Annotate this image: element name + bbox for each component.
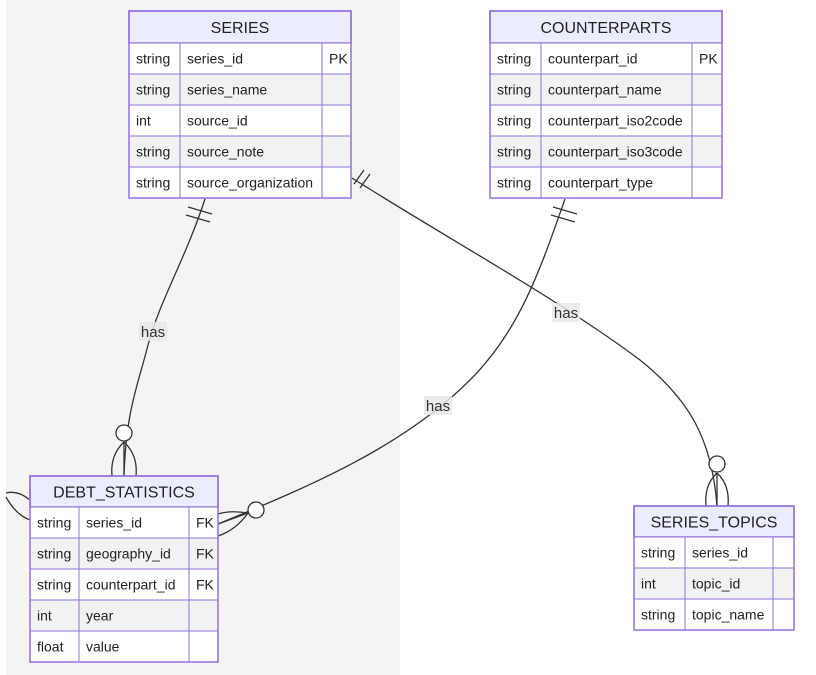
relationship-label-text: has	[554, 305, 578, 322]
attribute-row: string counterpart_name	[489, 73, 723, 106]
attribute-name: series_id	[187, 51, 243, 67]
attribute-row: float value	[29, 630, 219, 663]
relationship-label-text: has	[141, 324, 165, 341]
attribute-row: string geography_id FK	[29, 537, 219, 570]
attribute-name: source_note	[187, 144, 264, 160]
edge-fragment	[5, 491, 31, 521]
attribute-name: counterpart_type	[548, 175, 653, 191]
entity-series: SERIES string series_id PK string series_name…	[128, 10, 352, 199]
cardinality-many-marker	[705, 455, 729, 507]
attribute-name: series_id	[692, 545, 748, 561]
attribute-key: FK	[196, 515, 215, 531]
relationship-label-text: has	[426, 398, 450, 415]
relationship-line	[351, 177, 718, 507]
attribute-type: float	[37, 639, 64, 655]
cardinality-one-marker	[353, 169, 371, 189]
cardinality-one-marker	[550, 206, 578, 223]
attribute-type: string	[497, 144, 531, 160]
attribute-row: string series_name	[128, 73, 352, 106]
attribute-row: string series_id FK	[29, 506, 219, 539]
attribute-row: string topic_name	[633, 598, 795, 631]
attribute-name: source_id	[187, 113, 248, 129]
attribute-name: value	[86, 639, 120, 655]
attribute-key: PK	[699, 51, 718, 67]
attribute-name: topic_id	[692, 576, 740, 592]
relationship-lines	[5, 169, 729, 537]
attribute-row: string source_organization	[128, 166, 352, 199]
entity-title: SERIES	[211, 20, 270, 37]
attribute-name: geography_id	[86, 546, 171, 562]
attribute-row: string series_id PK	[128, 42, 352, 75]
attribute-type: string	[136, 51, 170, 67]
attribute-row: string counterpart_type	[489, 166, 723, 199]
cardinality-many-marker	[217, 501, 265, 537]
relationship-labels: has has has	[139, 303, 580, 415]
attribute-name: counterpart_name	[548, 82, 662, 98]
entity-title: SERIES_TOPICS	[651, 515, 778, 532]
relationship-label: has	[139, 322, 167, 341]
attribute-name: source_organization	[187, 175, 313, 191]
attribute-name: year	[86, 608, 114, 624]
attribute-type: string	[497, 51, 531, 67]
attribute-name: topic_name	[692, 607, 765, 623]
attribute-type: string	[37, 515, 71, 531]
attribute-row: int topic_id	[633, 567, 795, 600]
attribute-type: string	[136, 175, 170, 191]
attribute-type: string	[136, 82, 170, 98]
attribute-row: string counterpart_iso3code	[489, 135, 723, 168]
entity-title: DEBT_STATISTICS	[53, 485, 195, 502]
attribute-row: string source_note	[128, 135, 352, 168]
attribute-key: PK	[329, 51, 348, 67]
attribute-type: string	[497, 175, 531, 191]
attribute-row: int year	[29, 599, 219, 632]
entity-header	[128, 10, 352, 44]
attribute-type: string	[641, 545, 675, 561]
relationship-label: has	[552, 303, 580, 322]
attribute-key: FK	[196, 546, 215, 562]
attribute-type: string	[37, 546, 71, 562]
attribute-type: string	[497, 82, 531, 98]
relationship-line	[217, 198, 566, 525]
relationship-line	[123, 198, 206, 477]
attribute-type: int	[37, 608, 52, 624]
attribute-name: counterpart_id	[548, 51, 638, 67]
attribute-type: string	[641, 607, 675, 623]
attribute-key: FK	[196, 577, 215, 593]
cardinality-many-marker	[111, 424, 137, 477]
cardinality-one-marker	[185, 206, 213, 223]
attribute-row: string counterpart_id FK	[29, 568, 219, 601]
attribute-type: string	[37, 577, 71, 593]
entities: SERIES string series_id PK string series_name…	[29, 10, 795, 663]
attribute-type: int	[136, 113, 151, 129]
attribute-name: series_name	[187, 82, 267, 98]
attribute-row: string series_id	[633, 536, 795, 569]
entity-header	[633, 505, 795, 538]
entity-title: COUNTERPARTS	[541, 20, 672, 37]
attribute-row: string counterpart_iso2code	[489, 104, 723, 137]
attribute-type: int	[641, 576, 656, 592]
attribute-row: string counterpart_id PK	[489, 42, 723, 75]
attribute-type: string	[497, 113, 531, 129]
attribute-name: series_id	[86, 515, 142, 531]
attribute-name: counterpart_iso2code	[548, 113, 683, 129]
attribute-name: counterpart_iso3code	[548, 144, 683, 160]
relationship-label: has	[424, 396, 452, 415]
attribute-name: counterpart_id	[86, 577, 176, 593]
attribute-type: string	[136, 144, 170, 160]
attribute-row: int source_id	[128, 104, 352, 137]
